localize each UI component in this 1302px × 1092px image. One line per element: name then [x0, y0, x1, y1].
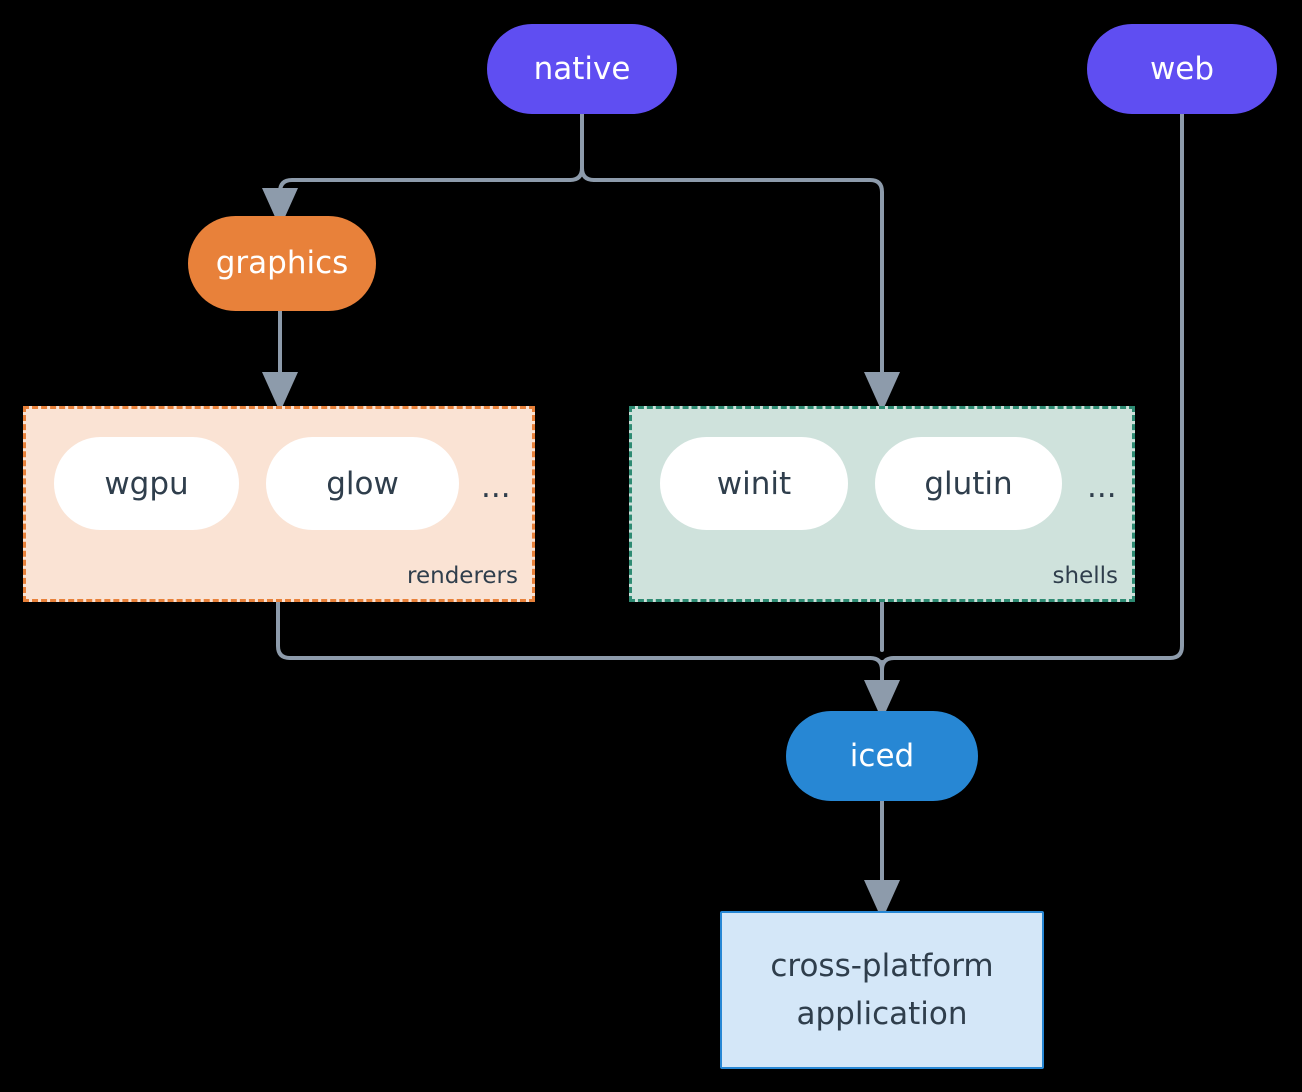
cluster-shells: winit glutin ... shells: [629, 406, 1135, 602]
node-web[interactable]: web: [1087, 24, 1277, 114]
pill-wgpu[interactable]: wgpu: [54, 437, 239, 530]
cluster-shells-label: shells: [1052, 563, 1118, 589]
pill-winit[interactable]: winit: [660, 437, 848, 530]
edge-merge-right: [880, 656, 896, 672]
node-web-label: web: [1149, 50, 1215, 87]
pill-winit-label: winit: [716, 465, 792, 502]
pill-glow-label: glow: [326, 465, 399, 502]
pill-glow[interactable]: glow: [266, 437, 459, 530]
edge-native-junction-right: [580, 166, 596, 182]
pill-wgpu-label: wgpu: [104, 465, 189, 502]
node-application-label-line1: cross-platform: [770, 947, 994, 984]
edge-renderers-to-iced: [276, 599, 872, 660]
renderers-overflow-ellipsis: ...: [481, 469, 511, 505]
shells-overflow-ellipsis: ...: [1087, 469, 1117, 505]
cluster-renderers: wgpu glow ... renderers: [23, 406, 535, 602]
pill-glutin[interactable]: glutin: [875, 437, 1062, 530]
node-graphics-label: graphics: [215, 245, 349, 282]
node-iced[interactable]: iced: [786, 711, 978, 801]
edge-native-junction: [568, 111, 584, 182]
node-native[interactable]: native: [487, 24, 677, 114]
edge-native-to-shells: [592, 178, 900, 412]
node-application-label-line2: application: [796, 996, 968, 1032]
node-iced-label: iced: [849, 737, 915, 774]
node-native-label: native: [533, 50, 631, 87]
cluster-renderers-label: renderers: [407, 563, 518, 589]
node-graphics[interactable]: graphics: [188, 216, 376, 311]
edge-merge-left: [868, 656, 884, 672]
pill-glutin-label: glutin: [924, 465, 1013, 502]
node-application[interactable]: cross-platform application: [720, 911, 1044, 1069]
edge-native-to-graphics: [262, 178, 572, 228]
